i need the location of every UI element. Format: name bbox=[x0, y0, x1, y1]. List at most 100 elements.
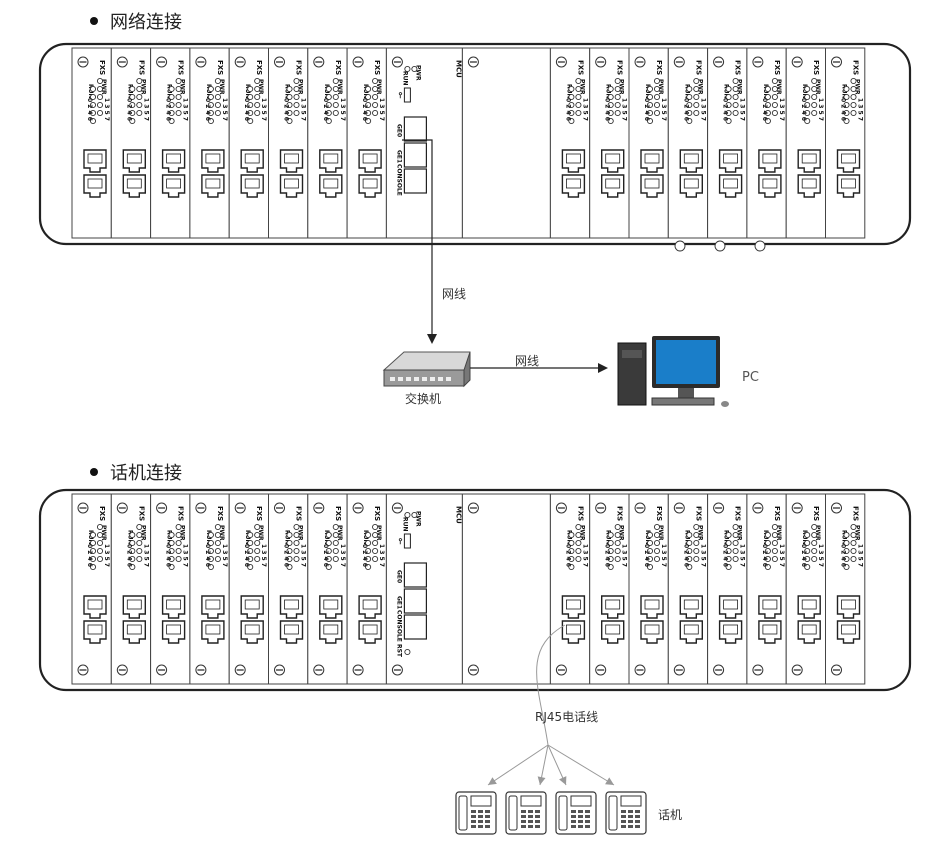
card-type-label: FXS bbox=[137, 60, 145, 75]
led-icon bbox=[332, 555, 339, 563]
screw-icon bbox=[156, 56, 168, 68]
led-icon bbox=[843, 547, 850, 555]
led-icon bbox=[575, 547, 582, 555]
led-icon bbox=[175, 77, 182, 85]
led-icon bbox=[136, 93, 143, 101]
led-icon bbox=[764, 85, 771, 93]
led-icon bbox=[607, 109, 614, 117]
led-icon bbox=[575, 555, 582, 563]
led-icon bbox=[804, 555, 811, 563]
screw-icon bbox=[313, 664, 325, 676]
led-icon bbox=[286, 555, 293, 563]
cable-mcu-to-switch bbox=[402, 139, 433, 340]
led-icon bbox=[686, 93, 693, 101]
card-run-label: RUN bbox=[284, 84, 291, 99]
card-type-label: FXS bbox=[773, 506, 781, 521]
led-icon bbox=[207, 85, 214, 93]
led-icon bbox=[850, 101, 857, 109]
ge1-label: GE1 bbox=[395, 150, 402, 163]
led-icon bbox=[372, 531, 379, 539]
led-icon bbox=[686, 539, 693, 547]
led-icon bbox=[286, 85, 293, 93]
card-led-row-odd: 1 3 5 7 bbox=[778, 98, 785, 121]
rj45-port-icon bbox=[797, 149, 821, 173]
led-icon bbox=[293, 101, 300, 109]
console-port-icon bbox=[403, 614, 427, 640]
led-icon bbox=[614, 101, 621, 109]
card-led-row-odd: 1 3 5 7 bbox=[378, 544, 385, 567]
screw-icon bbox=[831, 56, 842, 68]
card-pwr-label: PWR bbox=[257, 79, 264, 95]
card-run-label: RUN bbox=[166, 84, 173, 99]
led-icon bbox=[129, 547, 136, 555]
card-run-label: RUN bbox=[87, 530, 94, 545]
led-icon bbox=[804, 93, 811, 101]
screw-icon bbox=[752, 664, 764, 676]
led-icon bbox=[247, 109, 254, 117]
led-icon bbox=[96, 539, 104, 547]
usb-port-icon bbox=[403, 533, 411, 549]
card-led-row-odd: 1 3 5 7 bbox=[339, 98, 346, 121]
led-icon bbox=[607, 85, 614, 93]
screw-icon bbox=[77, 502, 89, 514]
rj45-port-icon bbox=[601, 149, 625, 173]
card-pwr-label: PWR bbox=[814, 79, 821, 95]
led-icon bbox=[575, 93, 582, 101]
led-icon bbox=[646, 539, 654, 547]
screw-icon bbox=[467, 664, 479, 676]
led-icon bbox=[175, 93, 182, 101]
led-icon bbox=[372, 523, 379, 531]
led-icon bbox=[653, 93, 661, 101]
led-icon bbox=[850, 109, 857, 117]
led-icon bbox=[568, 539, 575, 547]
led-icon bbox=[575, 101, 582, 109]
led-icon bbox=[214, 93, 221, 101]
led-icon bbox=[365, 117, 372, 125]
card-led-row-even: 0 2 4 6 bbox=[800, 544, 807, 567]
led-icon bbox=[843, 117, 850, 125]
led-icon bbox=[168, 117, 175, 125]
led-icon bbox=[607, 555, 614, 563]
rj45-port-icon bbox=[640, 595, 664, 619]
led-icon bbox=[732, 109, 739, 117]
rack-foot-icon bbox=[754, 240, 766, 252]
card-run-label: RUN bbox=[205, 530, 212, 545]
led-icon bbox=[247, 117, 254, 125]
led-icon bbox=[129, 101, 136, 109]
led-icon bbox=[850, 85, 857, 93]
led-icon bbox=[365, 85, 372, 93]
card-led-row-odd: 1 3 5 7 bbox=[699, 98, 706, 121]
mcu-pwr-label: PWR bbox=[414, 511, 421, 527]
led-icon bbox=[332, 101, 339, 109]
led-icon bbox=[325, 563, 332, 571]
card-pwr-label: PWR bbox=[179, 525, 186, 541]
led-icon bbox=[804, 85, 811, 93]
led-icon bbox=[843, 93, 850, 101]
led-icon bbox=[646, 117, 654, 125]
rj45-port-icon bbox=[161, 174, 186, 198]
led-icon bbox=[732, 555, 739, 563]
rack-foot-icon bbox=[714, 240, 726, 252]
card-led-row-even: 0 2 4 6 bbox=[840, 544, 847, 567]
screw-icon bbox=[352, 502, 364, 514]
card-pwr-label: PWR bbox=[375, 79, 382, 95]
card-led-row-even: 0 2 4 6 bbox=[165, 98, 172, 121]
card-type-label: FXS bbox=[177, 60, 185, 75]
rj45-port-icon bbox=[797, 595, 821, 619]
screw-icon bbox=[77, 664, 89, 676]
card-type-label: FXS bbox=[177, 506, 185, 521]
led-icon bbox=[96, 93, 104, 101]
card-led-row-odd: 1 3 5 7 bbox=[300, 544, 307, 567]
led-icon bbox=[732, 547, 739, 555]
led-icon bbox=[764, 101, 771, 109]
phone-cable bbox=[536, 624, 566, 746]
screw-icon bbox=[713, 502, 725, 514]
